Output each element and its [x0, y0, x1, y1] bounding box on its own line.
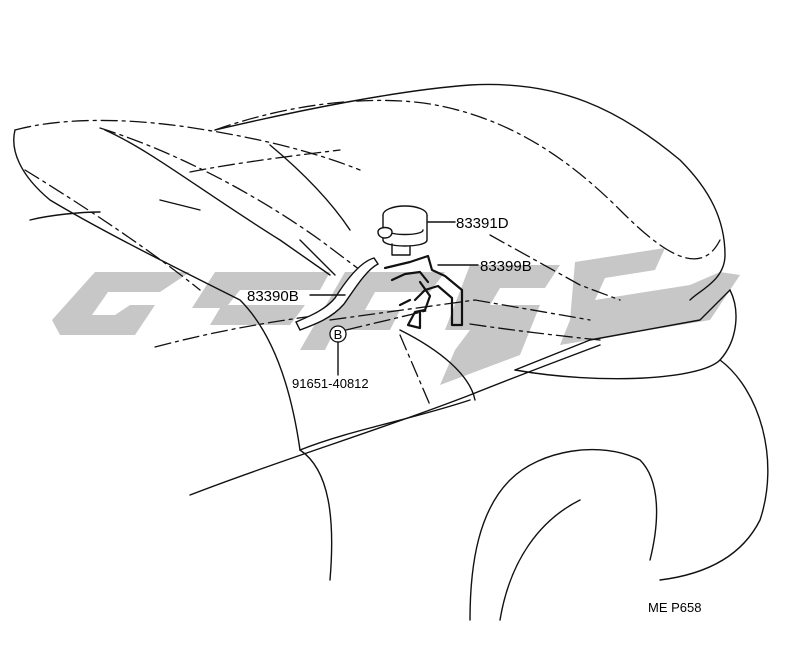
part-number-bracket: 83399B [480, 258, 532, 275]
watermark-logo [52, 248, 740, 385]
reservoir-bracket [383, 254, 464, 330]
part-number-bolt: 91651-40812 [292, 376, 369, 391]
part-number-hose: 83390B [247, 288, 299, 305]
diagram-code: ME P658 [648, 600, 701, 615]
washer-hose [295, 257, 380, 331]
car-body [13, 83, 769, 621]
bolt-marker-letter: B [334, 327, 343, 342]
part-number-reservoir: 83391D [456, 215, 509, 232]
leader-lines [309, 221, 479, 296]
bolt-marker: B [329, 309, 431, 376]
washer-reservoir [377, 205, 428, 256]
